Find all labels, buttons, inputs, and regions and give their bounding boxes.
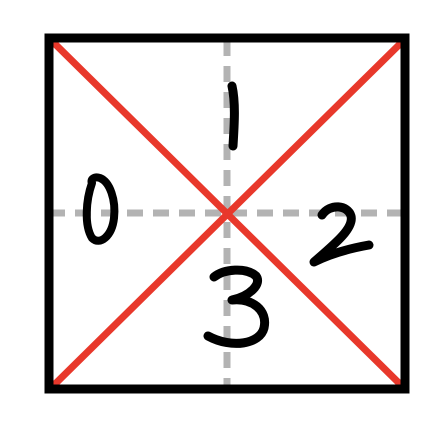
region-label-0 <box>82 173 119 245</box>
region-label-2 <box>309 202 374 267</box>
diagonal-top-right-to-bottom-left <box>47 36 408 392</box>
red-diagonals <box>47 36 408 392</box>
region-label-3 <box>203 265 270 348</box>
region-label-1 <box>227 81 239 151</box>
square-frame <box>44 33 410 394</box>
